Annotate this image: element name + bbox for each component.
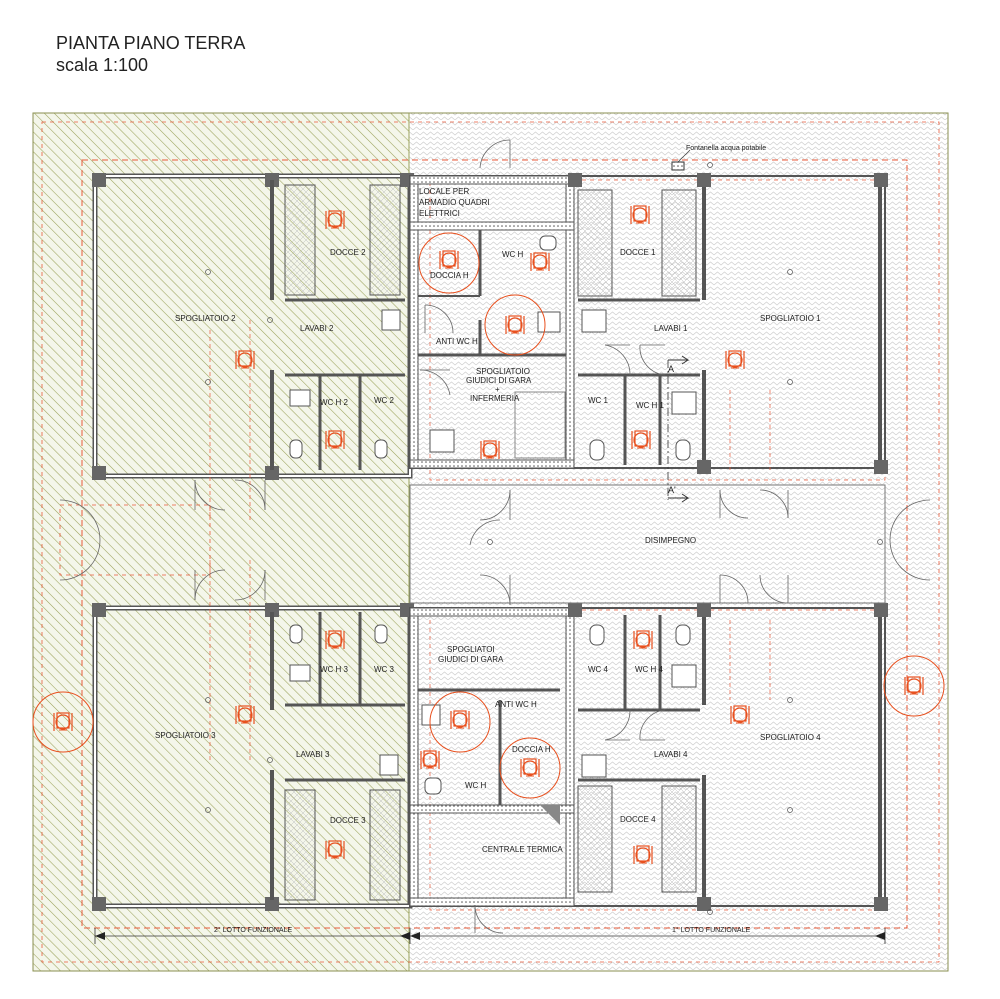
label-docce-4: DOCCE 4 <box>620 815 656 824</box>
label-spogliatoi-giudici-b2: GIUDICI DI GARA <box>438 655 504 664</box>
title-line-1: PIANTA PIANO TERRA <box>56 33 246 53</box>
label-anti-wc-h-bottom: ANTI WC H <box>495 700 537 709</box>
label-wc-h-2: WC H 2 <box>320 398 349 407</box>
title-line-2: scala 1:100 <box>56 55 149 75</box>
label-spogliatoio-giudici-1: SPOGLIATOIO <box>476 367 530 376</box>
label-wc-1: WC 1 <box>588 396 609 405</box>
label-centrale-termica: CENTRALE TERMICA <box>482 845 563 854</box>
accessibility-symbols <box>32 205 945 865</box>
fontanella-label: Fontanella acqua potabile <box>686 145 766 152</box>
label-wc-h-3: WC H 3 <box>320 665 349 674</box>
section-marks <box>667 355 690 503</box>
label-spogliatoio-giudici-3: + <box>495 385 500 394</box>
label-wc-h-4: WC H 4 <box>635 665 664 674</box>
room-labels: LOCALE PER ARMADIO QUADRI ELETTRICI DOCC… <box>155 187 821 854</box>
label-doccia-h-top: DOCCIA H <box>430 271 469 280</box>
label-anti-wc-h-top: ANTI WC H <box>436 337 478 346</box>
label-wc-4: WC 4 <box>588 665 609 674</box>
dimension-line <box>94 928 886 944</box>
drawing-title: PIANTA PIANO TERRA scala 1:100 <box>56 32 245 76</box>
label-docce-1: DOCCE 1 <box>620 248 656 257</box>
fontanella-symbol <box>671 161 685 171</box>
label-wc-h-bottom: WC H <box>465 781 487 790</box>
label-spogliatoio-3: SPOGLIATOIO 3 <box>155 731 216 740</box>
label-spogliatoi-giudici-b1: SPOGLIATOI <box>447 645 495 654</box>
label-lavabi-4: LAVABI 4 <box>654 750 688 759</box>
label-spogliatoio-giudici-4: INFERMERIA <box>470 394 520 403</box>
label-doccia-h-bottom: DOCCIA H <box>512 745 551 754</box>
dimension-lotto-2: 2° LOTTO FUNZIONALE <box>214 926 292 934</box>
section-label-top: A <box>668 364 674 374</box>
label-wc-h-1: WC H 1 <box>636 401 665 410</box>
label-spogliatoio-2: SPOGLIATOIO 2 <box>175 314 236 323</box>
label-spogliatoio-4: SPOGLIATOIO 4 <box>760 733 821 742</box>
label-wc-h-top: WC H <box>502 250 524 259</box>
setback-line <box>81 159 908 929</box>
label-locale-quadri-2: ARMADIO QUADRI <box>419 198 490 207</box>
label-docce-2: DOCCE 2 <box>330 248 366 257</box>
label-lavabi-3: LAVABI 3 <box>296 750 330 759</box>
section-label-bottom: A' <box>668 485 676 495</box>
label-lavabi-2: LAVABI 2 <box>300 324 334 333</box>
dimension-lotto-1: 1° LOTTO FUNZIONALE <box>672 926 750 934</box>
label-locale-quadri-3: ELETTRICI <box>419 209 460 218</box>
door-swings <box>59 139 931 934</box>
block-south-east <box>409 603 888 911</box>
label-spogliatoio-giudici-2: GIUDICI DI GARA <box>466 376 532 385</box>
label-wc-3: WC 3 <box>374 665 395 674</box>
label-locale-quadri-1: LOCALE PER <box>419 187 469 196</box>
corridor-disimpegno <box>409 484 886 604</box>
label-disimpegno: DISIMPEGNO <box>645 536 696 545</box>
label-docce-3: DOCCE 3 <box>330 816 366 825</box>
label-lavabi-1: LAVABI 1 <box>654 324 688 333</box>
label-wc-2: WC 2 <box>374 396 395 405</box>
block-north-east <box>409 173 888 474</box>
label-spogliatoio-1: SPOGLIATOIO 1 <box>760 314 821 323</box>
